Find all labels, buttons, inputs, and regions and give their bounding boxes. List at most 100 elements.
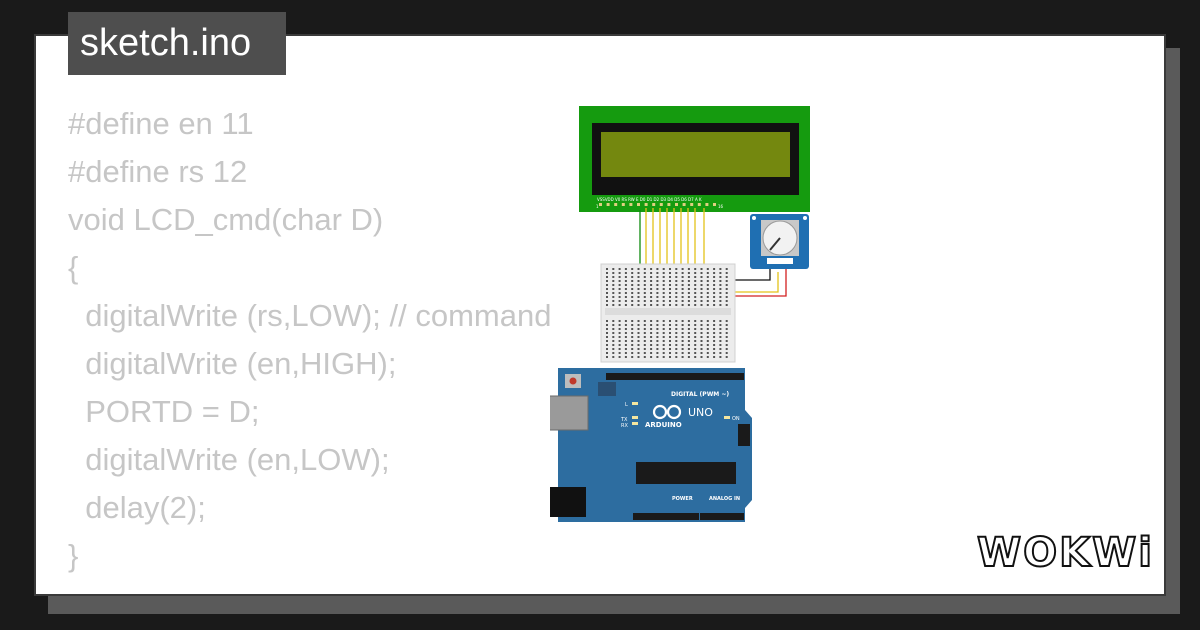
- breadboard-hole: [656, 348, 659, 350]
- breadboard-hole: [706, 300, 709, 302]
- breadboard-hole: [631, 268, 634, 270]
- breadboard-hole: [700, 336, 703, 338]
- lcd-pin: [621, 203, 625, 206]
- breadboard-hole: [631, 280, 634, 282]
- breadboard-hole: [606, 340, 608, 342]
- breadboard-hole: [631, 324, 634, 326]
- breadboard-hole: [612, 268, 615, 270]
- breadboard-hole: [719, 280, 722, 282]
- breadboard-hole: [713, 284, 716, 286]
- breadboard-hole: [725, 356, 728, 358]
- knob-indicator-icon: [769, 237, 781, 251]
- breadboard-hole: [694, 352, 697, 354]
- breadboard-hole: [656, 272, 659, 274]
- breadboard-hole: [643, 272, 646, 274]
- breadboard-hole: [700, 356, 703, 358]
- breadboard-hole: [612, 300, 615, 302]
- lcd-pin: [675, 203, 678, 206]
- breadboard-hole: [675, 356, 678, 358]
- breadboard-hole: [612, 272, 615, 274]
- breadboard-hole: [631, 276, 634, 278]
- power-label: POWER: [672, 496, 693, 502]
- breadboard-hole: [631, 292, 634, 294]
- breadboard-hole: [618, 352, 621, 354]
- arduino-uno[interactable]: DIGITAL (PWM ~) ARDUINO UNO POWER ANALOG…: [550, 368, 752, 522]
- breadboard-hole: [713, 304, 716, 306]
- code-line: #define en 11: [68, 106, 254, 141]
- breadboard-hole: [662, 356, 665, 358]
- breadboard-hole: [656, 268, 659, 270]
- lcd-pin: [637, 203, 640, 206]
- breadboard-hole: [719, 340, 722, 342]
- breadboard-hole: [706, 296, 709, 298]
- file-tab[interactable]: sketch.ino: [68, 12, 286, 75]
- breadboard-hole: [637, 284, 640, 286]
- breadboard-hole: [624, 340, 627, 342]
- breadboard-hole: [631, 332, 634, 334]
- breadboard-hole: [719, 356, 722, 358]
- breadboard-hole: [624, 280, 627, 282]
- breadboard-hole: [631, 344, 634, 346]
- breadboard-hole: [681, 328, 684, 330]
- breadboard-hole: [719, 284, 722, 286]
- breadboard-hole: [681, 304, 684, 306]
- breadboard-hole: [706, 304, 709, 306]
- breadboard-hole: [624, 300, 627, 302]
- breadboard-hole: [694, 324, 697, 326]
- breadboard-hole: [681, 300, 684, 302]
- led-on-icon: [724, 416, 730, 419]
- breadboard-hole: [687, 280, 690, 282]
- breadboard-hole: [662, 276, 665, 278]
- usb-chip: [598, 382, 616, 396]
- potentiometer[interactable]: [750, 214, 809, 269]
- breadboard-hole: [631, 288, 634, 290]
- breadboard-hole: [719, 328, 722, 330]
- breadboard-hole: [618, 284, 621, 286]
- breadboard-hole: [669, 332, 671, 334]
- breadboard-hole: [719, 336, 722, 338]
- breadboard-hole: [612, 348, 615, 350]
- lcd-display[interactable]: VSSVDD V0 RS RW E D0 D1 D2 D3 D4 D5 D6 D…: [579, 106, 810, 212]
- breadboard-hole: [681, 268, 684, 270]
- breadboard-hole: [694, 292, 697, 294]
- breadboard-hole: [713, 272, 716, 274]
- breadboard-hole: [669, 304, 671, 306]
- code-line: delay(2);: [68, 490, 206, 525]
- breadboard-hole: [643, 284, 646, 286]
- breadboard-hole: [650, 344, 653, 346]
- breadboard-hole: [687, 284, 690, 286]
- breadboard-hole: [650, 324, 653, 326]
- breadboard-hole: [669, 284, 671, 286]
- breadboard-hole: [713, 328, 716, 330]
- breadboard-hole: [700, 272, 703, 274]
- breadboard-hole: [662, 328, 665, 330]
- breadboard-hole: [675, 288, 678, 290]
- breadboard-hole: [681, 272, 684, 274]
- breadboard-hole: [618, 304, 621, 306]
- breadboard-hole: [669, 292, 671, 294]
- breadboard-hole: [631, 320, 634, 322]
- code-line: PORTD = D;: [68, 394, 260, 429]
- breadboard-hole: [650, 296, 653, 298]
- led-l-icon: [632, 402, 638, 405]
- breadboard-hole: [681, 292, 684, 294]
- breadboard-hole: [637, 356, 640, 358]
- breadboard-hole: [618, 276, 621, 278]
- breadboard-hole: [706, 268, 709, 270]
- breadboard-hole: [650, 348, 653, 350]
- breadboard-hole: [606, 280, 608, 282]
- breadboard-hole: [606, 336, 608, 338]
- code-line: digitalWrite (en,LOW);: [68, 442, 390, 477]
- breadboard-hole: [681, 276, 684, 278]
- breadboard-hole: [725, 284, 728, 286]
- breadboard-hole: [669, 300, 671, 302]
- breadboard-hole: [606, 348, 608, 350]
- breadboard-hole: [725, 276, 728, 278]
- breadboard-hole: [669, 340, 671, 342]
- breadboard-hole: [700, 328, 703, 330]
- breadboard-hole: [713, 332, 716, 334]
- breadboard-hole: [650, 328, 653, 330]
- breadboard-hole: [687, 300, 690, 302]
- breadboard-hole: [719, 268, 722, 270]
